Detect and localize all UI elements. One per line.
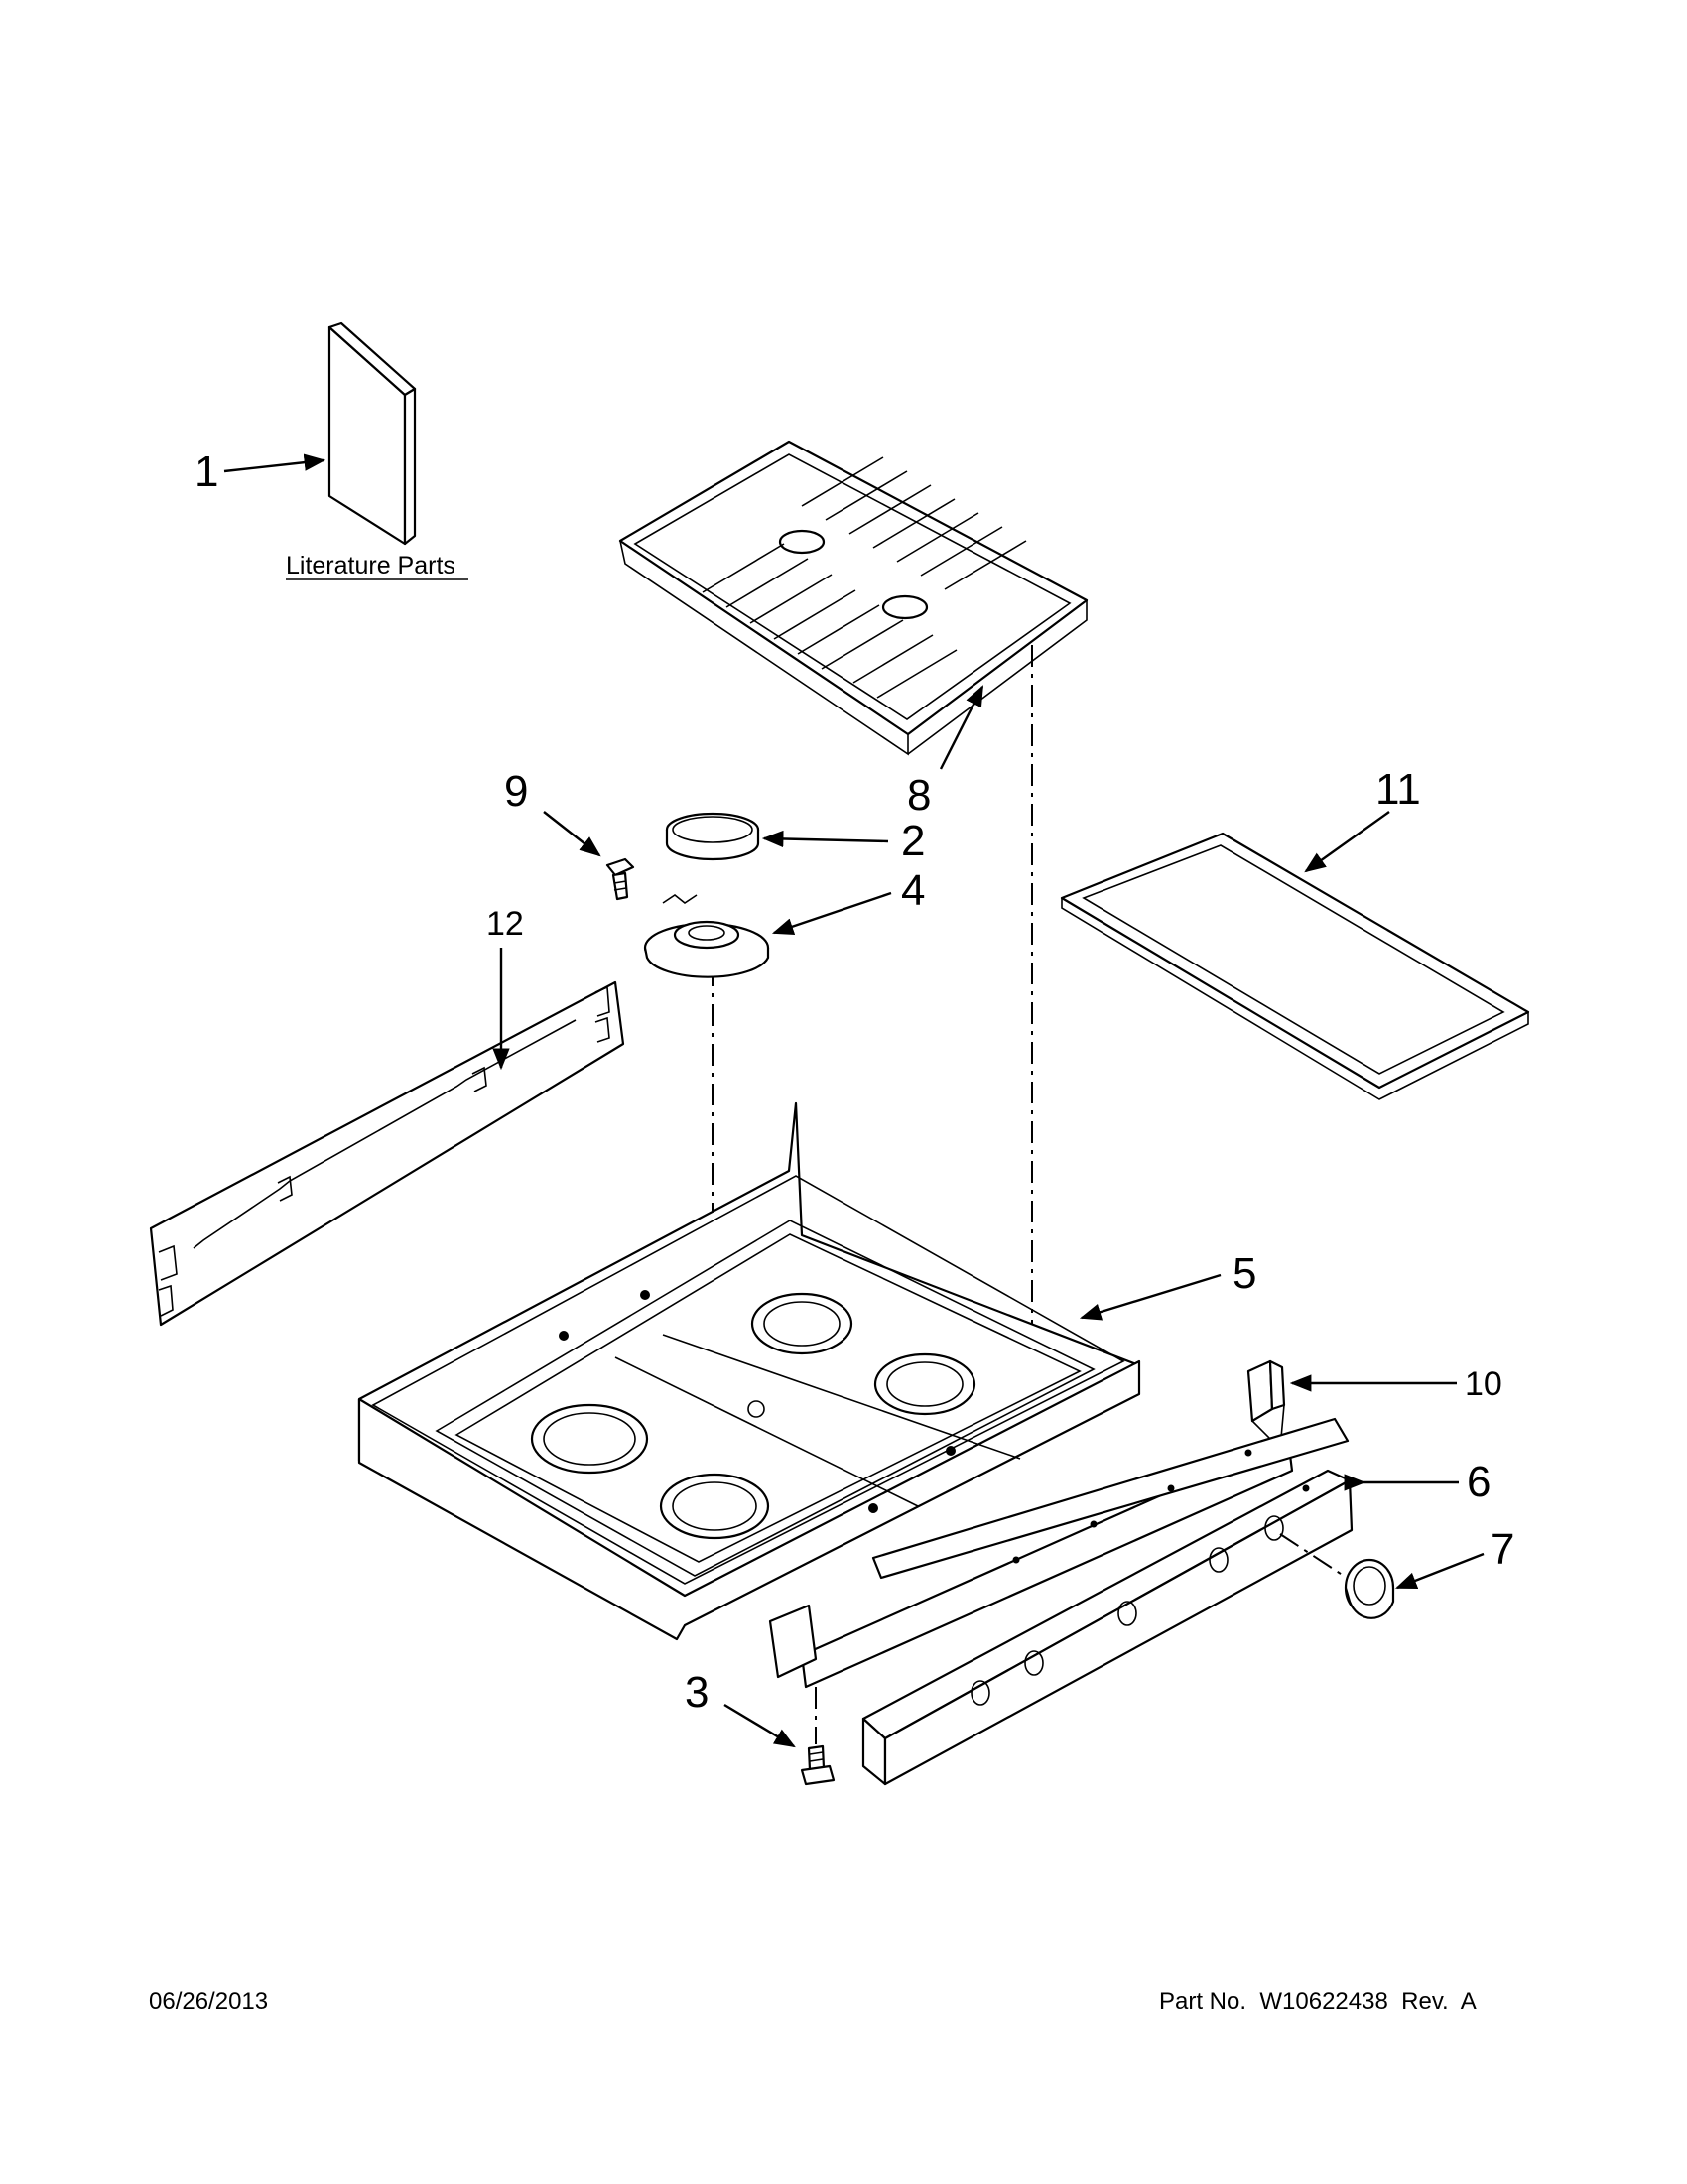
rear-panel[interactable] (149, 980, 625, 1327)
leader-2 (761, 830, 889, 848)
leader-4 (771, 891, 892, 935)
footer-part-number: Part No. W10622438 Rev. A (1159, 1989, 1477, 2015)
leader-8 (939, 685, 984, 770)
cooktop[interactable] (357, 1101, 1141, 1641)
leader-7 (1394, 1552, 1485, 1590)
callout-9: 9 (504, 767, 528, 816)
cooktop-grate[interactable] (618, 440, 1089, 756)
callout-12: 12 (486, 905, 524, 943)
leader-1 (223, 453, 326, 473)
callout-2: 2 (901, 817, 925, 865)
knob[interactable] (1344, 1558, 1395, 1619)
callout-4: 4 (901, 866, 925, 915)
screw[interactable] (800, 1744, 836, 1786)
leader-3 (723, 1703, 796, 1748)
callout-6: 6 (1467, 1458, 1491, 1506)
callout-10: 10 (1465, 1365, 1502, 1403)
griddle[interactable] (1060, 832, 1530, 1100)
literature-parts-booklet[interactable] (327, 321, 417, 546)
callout-11: 11 (1375, 765, 1421, 814)
bracket[interactable] (1246, 1359, 1286, 1451)
callout-7: 7 (1491, 1525, 1514, 1574)
leader-11 (1304, 811, 1390, 873)
burner-cap[interactable] (665, 812, 760, 861)
callout-1: 1 (195, 448, 218, 496)
literature-parts-label: Literature Parts (286, 552, 455, 579)
footer-date: 06/26/2013 (149, 1989, 269, 2015)
burner-base[interactable] (643, 894, 770, 978)
callout-5: 5 (1233, 1249, 1256, 1298)
callout-3: 3 (685, 1668, 709, 1717)
alignment-line-knob (1279, 1533, 1345, 1577)
burner-screw[interactable] (605, 857, 635, 901)
leader-9 (543, 811, 601, 857)
manifold-panel[interactable] (768, 1417, 1354, 1786)
leader-5 (1079, 1273, 1222, 1321)
callout-8: 8 (907, 771, 931, 820)
